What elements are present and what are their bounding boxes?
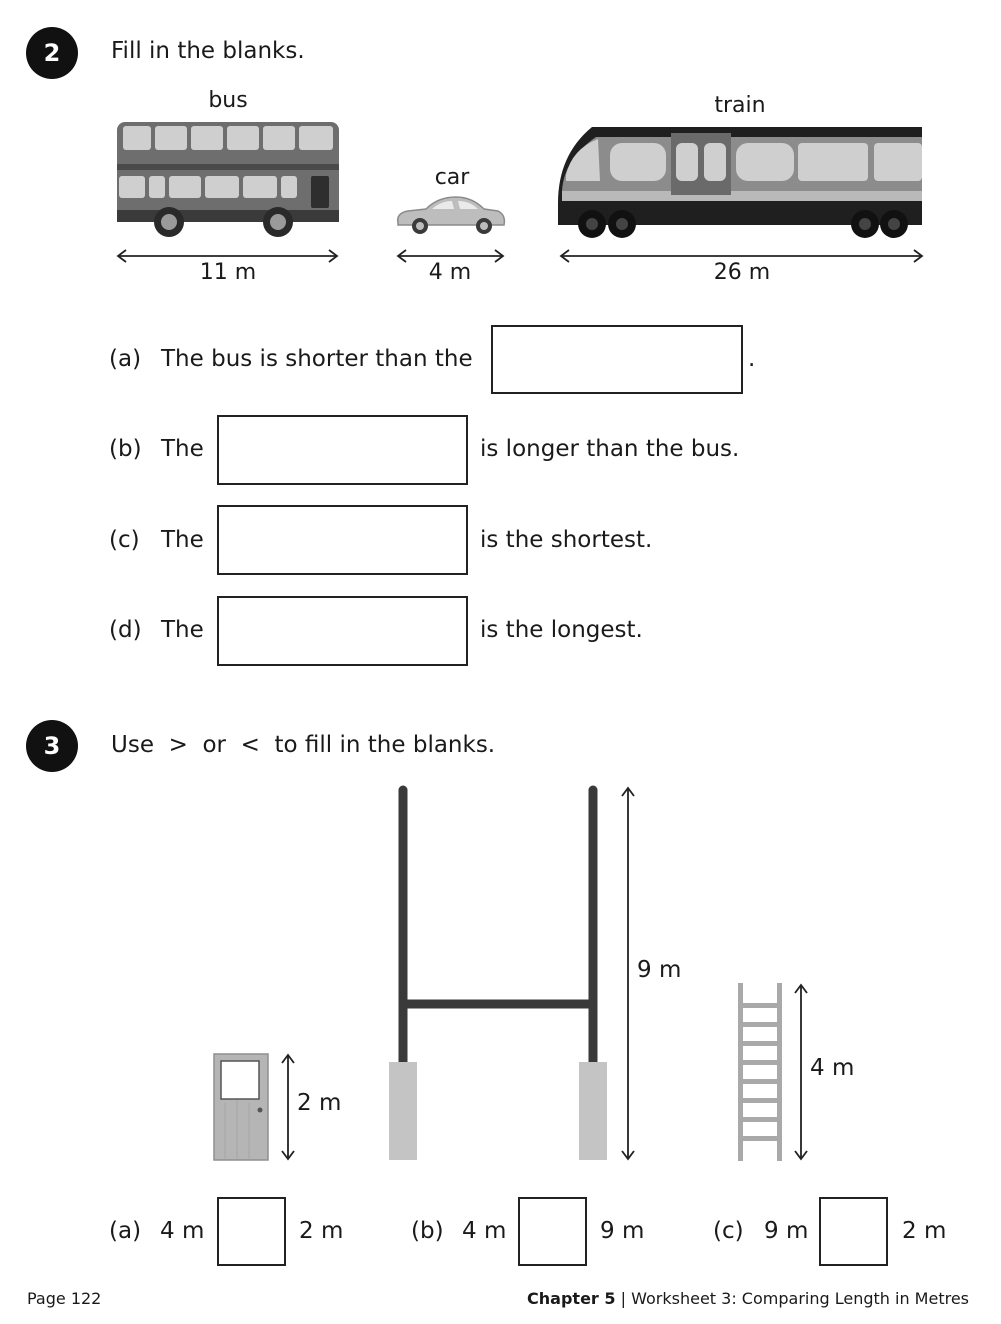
q2a-text: The bus is shorter than the [161,346,473,372]
q2d-answer-box[interactable] [217,596,468,666]
q3c-answer-box[interactable] [819,1197,888,1266]
door-height-label: 2 m [297,1090,342,1116]
question-number-2: 2 [26,27,78,79]
bus-label: bus [208,88,248,113]
question-3-instruction: Use > or < to fill in the blanks. [111,732,496,758]
train-label: train [714,93,766,118]
q3a-right-value: 2 m [299,1218,344,1244]
goalpost-height-arrow [621,786,635,1161]
question-2-instruction: Fill in the blanks. [111,38,305,64]
bus-length-arrow [116,249,339,263]
q3c-right-value: 2 m [902,1218,947,1244]
car-length-arrow [396,249,505,263]
door-illustration [213,1053,269,1161]
question-number-3: 3 [26,720,78,772]
goalpost-height-label: 9 m [637,957,682,983]
q2b-text-after: is longer than the bus. [480,436,740,462]
car-length-label: 4 m [428,260,472,285]
footer-chapter-info: Chapter 5 | Worksheet 3: Comparing Lengt… [527,1289,969,1308]
worksheet-title: Worksheet 3: Comparing Length in Metres [631,1289,969,1308]
car-illustration [396,196,506,234]
chapter-title: Chapter 5 [527,1289,616,1308]
q3b-right-value: 9 m [600,1218,645,1244]
q3b-answer-box[interactable] [518,1197,587,1266]
q2a-period: . [748,346,756,372]
goalpost-illustration [389,785,607,1160]
q2c-label: (c) [109,527,140,553]
q3b-left-value: 4 m [462,1218,507,1244]
q3c-label: (c) [713,1218,744,1244]
q3a-label: (a) [109,1218,142,1244]
car-label: car [434,165,470,190]
q2b-label: (b) [109,436,142,462]
ladder-height-label: 4 m [810,1055,855,1081]
train-illustration [558,127,922,238]
train-length-label: 26 m [713,260,771,285]
q2c-text-before: The [161,527,204,553]
q2d-text-before: The [161,617,204,643]
door-height-arrow [281,1053,295,1161]
q2d-text-after: is the longest. [480,617,643,643]
train-length-arrow [559,249,924,263]
bus-length-label: 11 m [199,260,257,285]
q2a-label: (a) [109,346,142,372]
ladder-illustration [738,983,782,1161]
q3b-label: (b) [411,1218,444,1244]
footer-separator: | [620,1289,627,1308]
q3c-left-value: 9 m [764,1218,809,1244]
q2a-answer-box[interactable] [491,325,743,394]
bus-illustration [117,122,339,237]
q2d-label: (d) [109,617,142,643]
q3a-left-value: 4 m [160,1218,205,1244]
q2b-answer-box[interactable] [217,415,468,485]
page-number: Page 122 [27,1289,102,1308]
ladder-height-arrow [794,983,808,1161]
q2b-text-before: The [161,436,204,462]
q3a-answer-box[interactable] [217,1197,286,1266]
q2c-text-after: is the shortest. [480,527,653,553]
q2c-answer-box[interactable] [217,505,468,575]
